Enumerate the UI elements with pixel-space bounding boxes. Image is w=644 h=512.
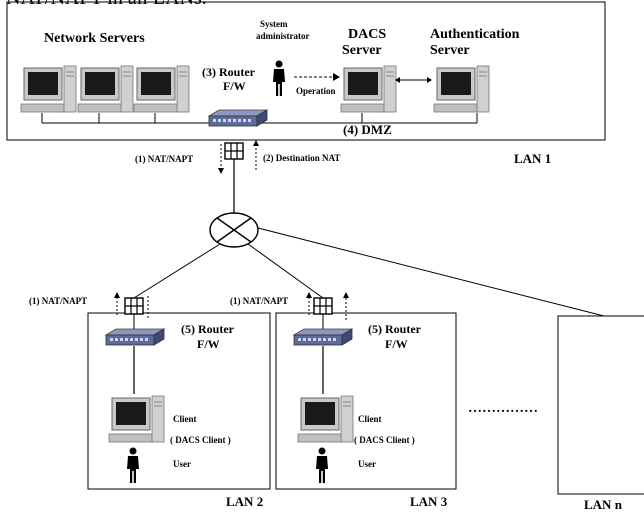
lan3-label: LAN 3	[410, 494, 448, 509]
system-administrator-icon	[273, 60, 285, 96]
authentication-server-icon	[433, 65, 490, 113]
figure-caption-fragment: NAT/NAPT in all LANs.	[6, 0, 207, 10]
system-administrator-label: System	[260, 19, 288, 29]
lan2-router-label: (5) Router	[181, 322, 235, 336]
lan3-router-label: (5) Router	[368, 322, 422, 336]
network-servers-label: Network Servers	[44, 31, 145, 46]
destination-nat-label: (2) Destination NAT	[263, 153, 340, 163]
lann-label: LAN n	[584, 497, 623, 512]
internet-hub-icon	[209, 212, 259, 248]
router-f-w-label-2: F/W	[223, 79, 246, 93]
lan1-box	[6, 1, 606, 141]
lan3-user-label: User	[358, 459, 376, 469]
server-1-icon	[20, 65, 77, 113]
operation-label: Operation	[296, 86, 336, 96]
lan2-client-icon	[108, 395, 165, 443]
lan2-nat-label: (1) NAT/NAPT	[29, 296, 87, 306]
lan1-router-icon	[208, 109, 268, 127]
more-lans-ellipsis: ……………	[468, 401, 538, 416]
authentication-server-label: Authentication	[430, 27, 520, 42]
lan3-user-icon	[316, 447, 328, 483]
lan2-client-label: Client	[173, 414, 197, 424]
lan3-nat-icon	[313, 297, 333, 315]
lan1-nat-icon	[224, 142, 244, 160]
lan3-client-label: Client	[358, 414, 382, 424]
lan3-router-icon	[293, 328, 353, 346]
lan2-box	[87, 312, 271, 490]
lan2-label: LAN 2	[226, 494, 263, 509]
dacs-server-label-2: Server	[342, 43, 382, 58]
router-f-w-label: (3) Router	[202, 65, 256, 79]
lan1-nat-label: (1) NAT/NAPT	[135, 154, 193, 164]
lan3-client-label-2: ( DACS Client )	[354, 435, 415, 445]
lan2-nat-icon	[124, 297, 144, 315]
dacs-server-icon	[340, 65, 397, 113]
lan2-router-icon	[105, 328, 165, 346]
lan1-label: LAN 1	[514, 151, 551, 166]
lan2-router-label-2: F/W	[197, 337, 220, 351]
lan3-box	[275, 312, 457, 490]
lan2-user-icon	[127, 447, 139, 483]
dacs-server-label: DACS	[348, 27, 386, 42]
dmz-label: (4) DMZ	[343, 122, 392, 137]
lan2-user-label: User	[173, 459, 191, 469]
lan3-nat-label: (1) NAT/NAPT	[230, 296, 288, 306]
lan3-router-label-2: F/W	[385, 337, 408, 351]
server-3-icon	[133, 65, 190, 113]
lan2-client-label-2: ( DACS Client )	[170, 435, 231, 445]
system-administrator-label-2: administrator	[256, 31, 310, 41]
lann-box	[557, 315, 644, 495]
lan3-client-icon	[297, 395, 354, 443]
authentication-server-label-2: Server	[430, 43, 470, 58]
server-2-icon	[77, 65, 134, 113]
